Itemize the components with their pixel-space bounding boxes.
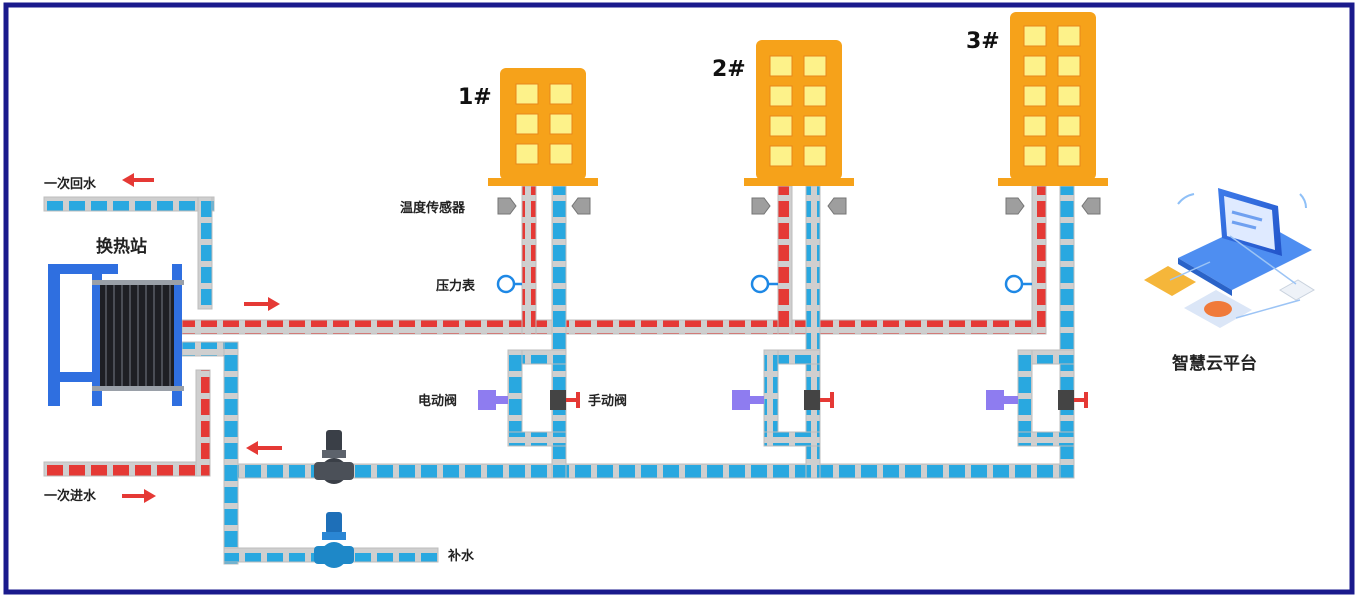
primary-return-riser <box>197 196 213 310</box>
temperature-sensor-icon <box>497 197 1101 215</box>
primary-supply-riser <box>195 369 211 477</box>
building-1-label: 1# <box>458 85 492 110</box>
platform-label: 智慧云平台 <box>1172 353 1257 374</box>
building-3-label: 3# <box>966 29 1000 54</box>
electric-valve-label: 电动阀 <box>418 393 457 409</box>
heat-exchanger <box>48 264 184 406</box>
temp-sensor-label: 温度传感器 <box>400 200 466 216</box>
building-2 <box>744 40 854 186</box>
building-2-label: 2# <box>712 57 746 82</box>
pressure-gauge-icon <box>496 274 1032 294</box>
return-riser <box>223 341 239 565</box>
flow-arrow-icon <box>122 173 282 503</box>
secondary-return-main <box>229 463 1071 479</box>
building-3 <box>998 12 1108 186</box>
manual-valve-label: 手动阀 <box>588 393 627 409</box>
makeup-water-label: 补水 <box>447 548 475 564</box>
building-1 <box>488 68 598 186</box>
building-2-supply-riser <box>777 185 793 335</box>
heat-station-label: 换热站 <box>96 236 147 257</box>
building-1-supply-riser <box>521 185 537 335</box>
building-3-supply-riser <box>1031 185 1047 335</box>
secondary-supply-main <box>181 319 1045 335</box>
cloud-platform-icon <box>1144 188 1315 328</box>
primary-supply-pipe <box>43 461 209 477</box>
pump-icon <box>314 430 354 568</box>
pressure-gauge-label: 压力表 <box>436 278 476 294</box>
primary-supply-label: 一次进水 <box>44 488 97 504</box>
primary-return-pipe <box>43 196 215 212</box>
electric-valve-icon <box>478 390 1018 410</box>
primary-return-label: 一次回水 <box>44 176 97 192</box>
manual-valve-icon <box>550 390 1088 410</box>
